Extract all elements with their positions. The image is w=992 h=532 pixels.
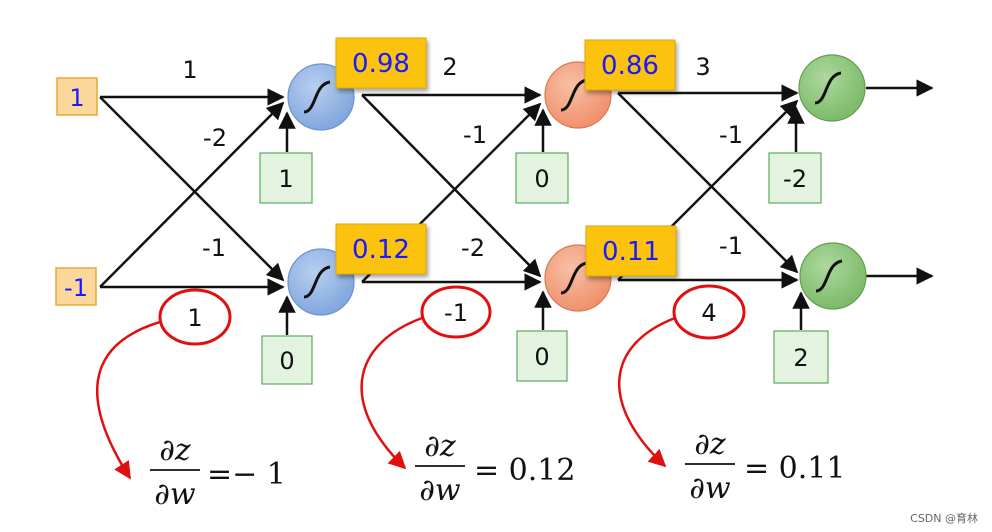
formula-rhs: = 0.11 <box>744 451 845 486</box>
watermark: CSDN @育林 <box>910 511 978 525</box>
formula-denominator: ∂w <box>154 477 196 512</box>
derivative-formula-3: ∂z ∂w = 0.11 <box>685 427 845 506</box>
weight-label: -2 <box>203 124 227 152</box>
edge-m1-o2 <box>617 92 799 274</box>
sigmoid-icon <box>815 259 843 293</box>
bias-l2-top: 0 <box>515 152 569 204</box>
formula-rhs: =− 1 <box>207 457 286 492</box>
activation-value: 0.86 <box>601 51 659 81</box>
formula-numerator: ∂z <box>159 433 191 468</box>
activation-value: 0.98 <box>352 49 410 79</box>
annotated-weight: 1 <box>187 304 202 332</box>
edge-in2-n1 <box>99 101 285 288</box>
activation-value: 0.11 <box>602 237 660 267</box>
formula-denominator: ∂w <box>419 473 461 508</box>
red-curved-arrow <box>617 316 676 468</box>
neuron-l3-top <box>798 54 866 122</box>
formula-numerator: ∂z <box>424 429 456 464</box>
bias-l3-bottom: 2 <box>773 330 829 384</box>
bias-value: 1 <box>278 165 293 193</box>
derivative-formula-2: ∂z ∂w = 0.12 <box>415 429 575 508</box>
bias-l1-bottom: 0 <box>261 335 313 385</box>
sigmoid-icon <box>560 261 588 295</box>
edges-layer1 <box>99 88 285 296</box>
derivative-formula-1: ∂z ∂w =− 1 <box>150 433 286 512</box>
sigmoid-icon <box>303 265 331 299</box>
weight-label: -2 <box>461 234 485 262</box>
annotated-weight: -1 <box>444 299 468 327</box>
edge-n1-m2 <box>361 94 542 278</box>
weight-label: -1 <box>202 234 226 262</box>
formula-numerator: ∂z <box>694 427 726 462</box>
bias-value: 0 <box>534 165 549 193</box>
weight-label: -1 <box>719 232 743 260</box>
red-curved-arrow <box>95 320 161 480</box>
input-value-1: 1 <box>69 84 84 112</box>
activation-l2-top: 0.86 <box>584 39 676 91</box>
sigmoid-icon <box>814 71 842 105</box>
bias-value: 0 <box>279 347 294 375</box>
formula-denominator: ∂w <box>689 471 731 506</box>
weight-label: -1 <box>463 121 487 149</box>
bias-value: 2 <box>793 344 808 372</box>
activation-l2-bottom: 0.11 <box>585 225 677 277</box>
input-node-1: 1 <box>56 77 98 116</box>
input-value-2: -1 <box>64 274 88 302</box>
annotated-weight: 4 <box>701 299 716 327</box>
weight-label: 1 <box>182 56 197 84</box>
activation-l1-bottom: 0.12 <box>335 223 427 275</box>
activation-l1-top: 0.98 <box>335 37 427 89</box>
sigmoid-icon <box>303 80 331 114</box>
layer-label: 3 <box>695 53 710 81</box>
layer-label: 2 <box>442 53 457 81</box>
annotation-2: -1 <box>360 285 492 470</box>
input-node-2: -1 <box>55 267 97 306</box>
formula-rhs: = 0.12 <box>474 453 575 488</box>
annotation-1: 1 <box>95 288 232 480</box>
bias-l3-top: -2 <box>768 152 822 204</box>
neuron-l3-bottom <box>799 242 867 310</box>
bias-edges <box>278 106 810 335</box>
edges-layer3 <box>617 79 934 289</box>
bias-l1-top: 1 <box>259 152 313 204</box>
bias-l2-bottom: 0 <box>516 330 568 382</box>
annotation-3: 4 <box>617 284 746 468</box>
red-curved-arrow <box>360 316 423 470</box>
bias-value: 0 <box>534 343 549 371</box>
weight-label: -1 <box>719 121 743 149</box>
edge-in1-n2 <box>99 96 285 282</box>
sigmoid-icon <box>560 78 588 112</box>
bias-value: -2 <box>783 165 807 193</box>
activation-value: 0.12 <box>352 235 410 265</box>
